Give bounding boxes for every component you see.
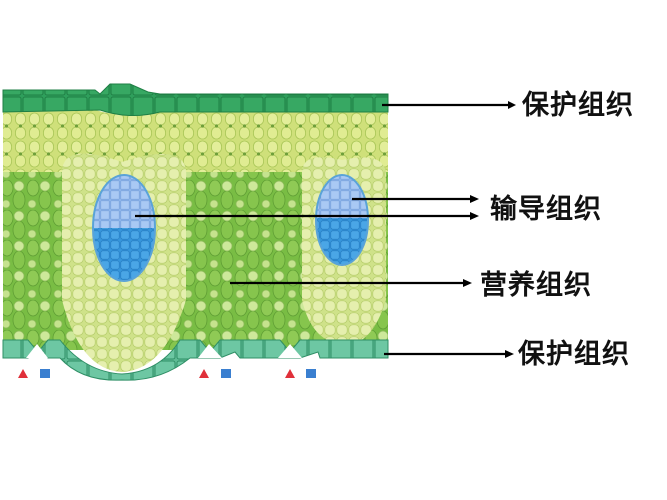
stomata-markers	[18, 369, 316, 378]
arrow-vascular-right	[352, 195, 479, 203]
arrow-ground-tissue	[230, 279, 472, 287]
label-nutrient-tissue: 营养组织	[480, 270, 592, 301]
red-marker-icon	[199, 369, 209, 378]
label-conductive-tissue: 输导组织	[490, 194, 602, 225]
label-lower-protective-tissue: 保护组织	[518, 339, 630, 370]
arrow-upper-epidermis	[382, 101, 516, 109]
red-marker-icon	[285, 369, 295, 378]
label-upper-protective-tissue: 保护组织	[522, 90, 634, 121]
left-vascular-bundle	[92, 174, 156, 282]
right-vascular-bundle	[315, 174, 369, 266]
arrow-vascular-left	[135, 212, 479, 220]
leader-lines	[135, 101, 516, 358]
red-marker-icon	[18, 369, 28, 378]
upper-epidermis	[2, 83, 389, 116]
lower-epidermis	[2, 339, 389, 381]
stomata	[26, 344, 302, 358]
blue-marker-icon	[221, 369, 231, 378]
blue-marker-icon	[306, 369, 316, 378]
blue-marker-icon	[40, 369, 50, 378]
arrow-lower-epidermis	[384, 350, 514, 358]
